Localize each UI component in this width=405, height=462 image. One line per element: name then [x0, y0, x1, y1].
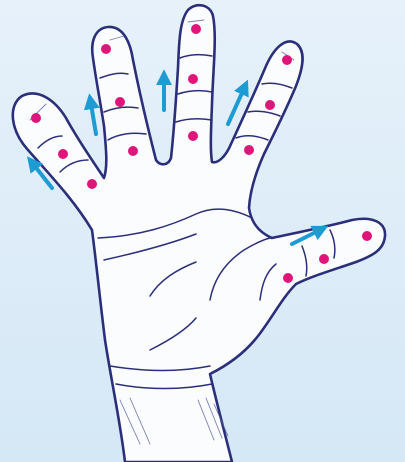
index-finger-marker-1: [282, 55, 292, 65]
index-finger-marker-2: [265, 100, 275, 110]
little-finger-marker-2: [58, 149, 68, 159]
thumb-marker-3: [283, 273, 293, 283]
little-finger-marker-3: [87, 179, 97, 189]
thumb-marker-1: [362, 231, 372, 241]
middle-finger-marker-2: [188, 74, 198, 84]
ring-finger-marker-1: [101, 44, 111, 54]
middle-finger-marker-1: [191, 24, 201, 34]
ring-finger-marker-3: [128, 146, 138, 156]
index-finger-marker-3: [244, 145, 254, 155]
middle-finger-marker-3: [188, 131, 198, 141]
thumb-marker-2: [319, 254, 329, 264]
little-finger-marker-1: [31, 113, 41, 123]
ring-finger-marker-2: [115, 97, 125, 107]
